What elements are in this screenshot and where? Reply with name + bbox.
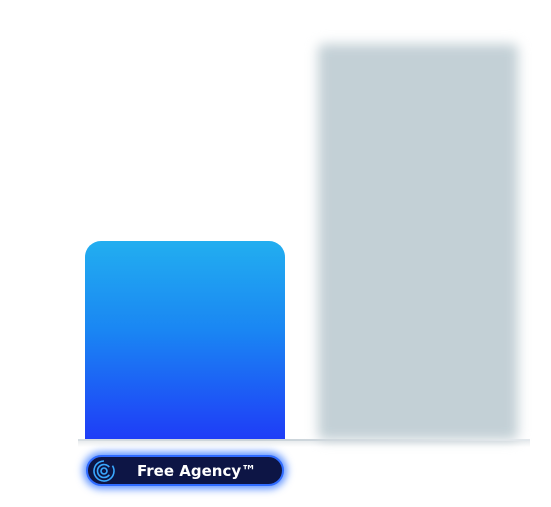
concentric-circles-logo-icon (93, 460, 115, 482)
free-agency-label: Free Agency™ (137, 462, 257, 480)
free-agency-bar (85, 241, 285, 440)
blurred-competitor-bar (318, 44, 518, 440)
baseline-shadow (78, 441, 530, 447)
free-agency-label-pill: Free Agency™ (86, 455, 284, 486)
baseline (78, 439, 530, 441)
